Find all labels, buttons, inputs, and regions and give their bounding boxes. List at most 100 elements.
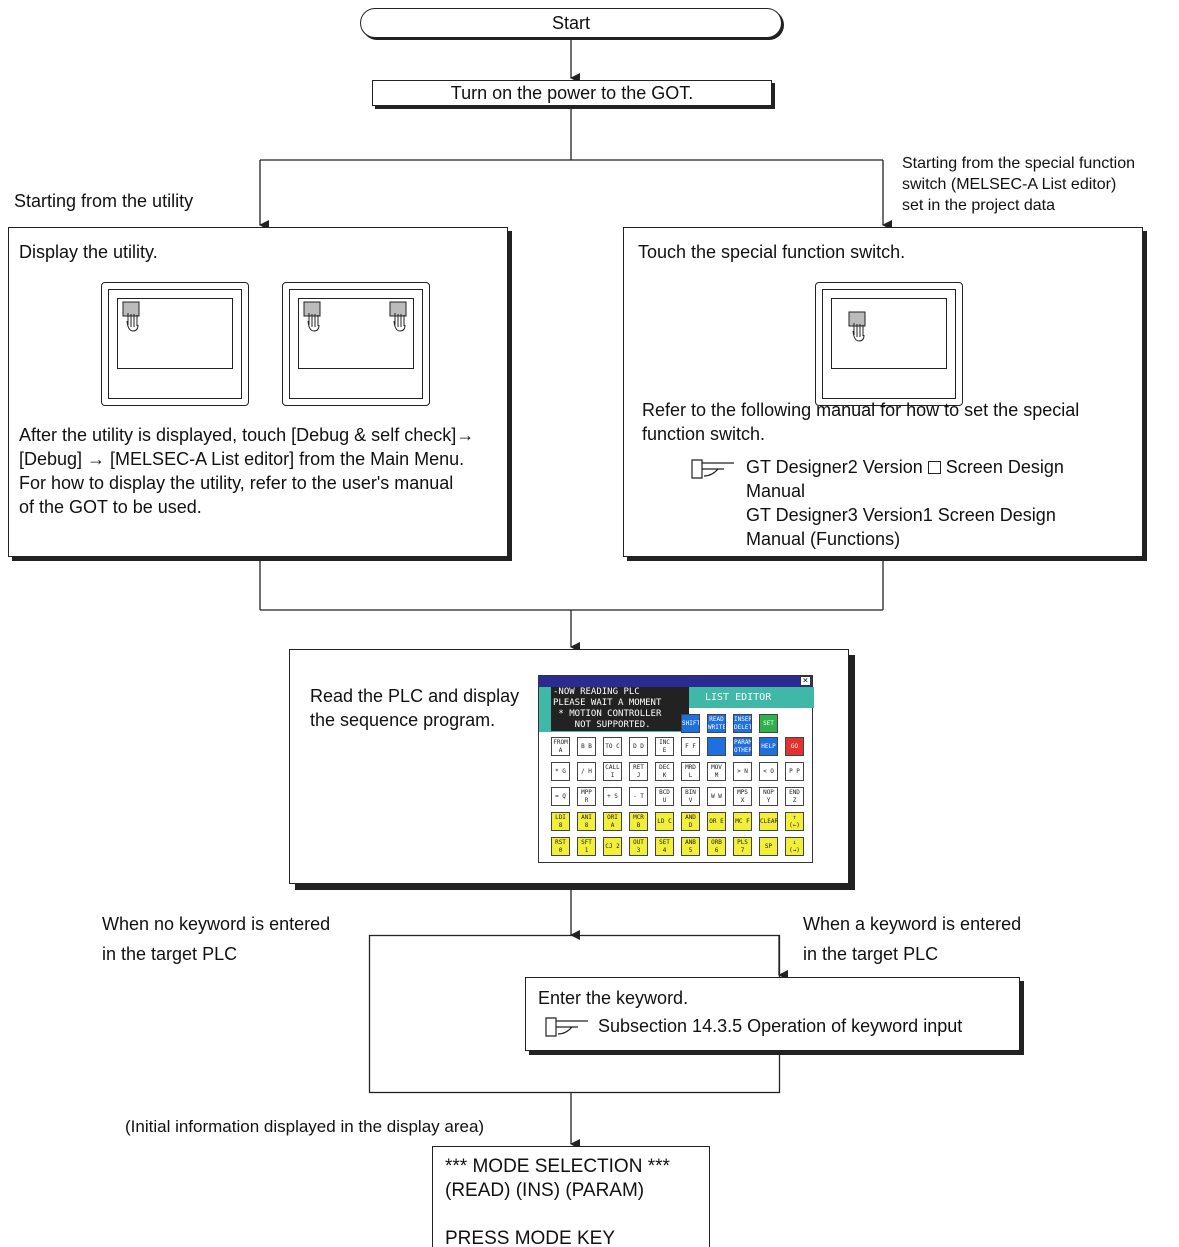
reference-text: Screen Design [945, 457, 1064, 477]
keypad-key[interactable]: OR E [707, 812, 726, 831]
keypad-key[interactable]: INSERT DELETE [733, 714, 752, 733]
keypad-key[interactable]: ANI 8 [577, 812, 596, 831]
manual-references: GT Designer2 Version Screen Design Manua… [746, 455, 1064, 551]
keypad-key[interactable]: SFT 1 [577, 837, 596, 856]
keypad-key[interactable]: D D [629, 737, 648, 756]
version-placeholder-box [927, 461, 941, 474]
reference-text: GT Designer2 Version [746, 457, 923, 477]
touch-hand-icon [848, 311, 866, 342]
keypad-key[interactable]: > N [733, 762, 752, 781]
keypad-key[interactable]: CALL I [603, 762, 622, 781]
keypad-key[interactable]: BCD U [655, 787, 674, 806]
got-screen-icon [282, 282, 430, 406]
power-on-step: Turn on the power to the GOT. [372, 80, 772, 106]
list-editor-title: LIST EDITOR [689, 687, 814, 708]
keypad-key[interactable]: + S [603, 787, 622, 806]
keypad-key[interactable]: MPS X [733, 787, 752, 806]
keypad-key[interactable]: = Q [551, 787, 570, 806]
enter-keyword-heading: Enter the keyword. [538, 988, 689, 1008]
display-utility-box: Display the utility. After the utility i… [8, 227, 508, 557]
caption-line: When a keyword is entered [803, 914, 1022, 934]
keypad-key[interactable]: INC E [655, 737, 674, 756]
start-label: Start [551, 12, 590, 33]
instruction-line: [Debug] → [MELSEC-A List editor] from th… [19, 449, 465, 469]
keypad-key[interactable]: * G [551, 762, 570, 781]
caption-line: set in the project data [902, 197, 1055, 214]
instruction-line: of the GOT to be used. [19, 497, 202, 517]
keypad-key[interactable]: ORB 6 [707, 837, 726, 856]
got-screen-icon [815, 282, 963, 406]
keypad-key[interactable]: OUT 3 [629, 837, 648, 856]
keypad-key[interactable]: SP [759, 837, 778, 856]
mode-title: *** MODE SELECTION *** [445, 1156, 670, 1177]
display-utility-heading: Display the utility. [19, 242, 158, 262]
keypad-key[interactable]: PARAM OTHER [733, 737, 752, 756]
special-switch-heading: Touch the special function switch. [638, 242, 906, 262]
keypad-key[interactable]: P P [785, 762, 804, 781]
list-editor-screen: × -NOW READING PLC PLEASE WAIT A MOMENT … [538, 675, 814, 863]
keypad-key[interactable]: RST 0 [551, 837, 570, 856]
special-switch-box: Touch the special function switch. Refer… [623, 227, 1143, 557]
read-plc-text: Read the PLC and display the sequence pr… [310, 684, 519, 732]
keypad-key[interactable]: SET [759, 714, 778, 733]
keypad-key[interactable]: FROM A [551, 737, 570, 756]
close-icon[interactable]: × [800, 676, 811, 686]
keypad-key[interactable]: ORI A [603, 812, 622, 831]
caption-line: Starting from the special function [902, 155, 1136, 172]
keypad-key[interactable]: DEC K [655, 762, 674, 781]
caption-line: in the target PLC [803, 944, 939, 964]
keypad-key[interactable]: F F [681, 737, 700, 756]
reading-message: -NOW READING PLC PLEASE WAIT A MOMENT * … [551, 687, 689, 731]
keypad-key[interactable]: SET 4 [655, 837, 674, 856]
no-keyword-caption: When no keyword is entered in the target… [102, 909, 330, 969]
keyword-entered-caption: When a keyword is entered in the target … [803, 909, 1021, 969]
manual-reference-icon [691, 459, 734, 479]
reference-line: GT Designer3 Version1 Screen Design [746, 505, 1056, 525]
keypad-key[interactable]: SHIFT [681, 714, 700, 733]
keypad-key[interactable]: MCR B [629, 812, 648, 831]
caption-line: When no keyword is entered [102, 914, 331, 934]
instruction-line: After the utility is displayed, touch [D… [19, 425, 475, 445]
reference-line: GT Designer2 Version Screen Design [746, 455, 1064, 479]
keypad-key[interactable]: RET J [629, 762, 648, 781]
keypad-key[interactable]: AND D [681, 812, 700, 831]
keypad-key[interactable]: MPP R [577, 787, 596, 806]
keypad-key[interactable]: MC F [733, 812, 752, 831]
keypad-key[interactable]: NOP Y [759, 787, 778, 806]
keypad-key[interactable]: BIN V [681, 787, 700, 806]
read-plc-line: Read the PLC and display [310, 686, 520, 706]
special-switch-caption: Starting from the special function switc… [902, 153, 1135, 216]
keypad-key[interactable]: CLEAR [759, 812, 778, 831]
keypad-key[interactable]: MOV M [707, 762, 726, 781]
keypad-key[interactable] [707, 737, 726, 756]
keypad-key[interactable]: ↑ (←) [785, 812, 804, 831]
keypad-key[interactable]: CJ 2 [603, 837, 622, 856]
keypad-key[interactable]: PLS 7 [733, 837, 752, 856]
keypad-key[interactable]: ↓ (→) [785, 837, 804, 856]
keypad-key[interactable]: W W [707, 787, 726, 806]
title-bar [539, 676, 812, 687]
keypad-key[interactable]: HELP [759, 737, 778, 756]
keypad-key[interactable]: LDI 8 [551, 812, 570, 831]
keypad-key[interactable]: B B [577, 737, 596, 756]
keypad-key[interactable]: ANB 5 [681, 837, 700, 856]
enter-keyword-box: Enter the keyword. Subsection 14.3.5 Ope… [525, 977, 1020, 1051]
keypad-key[interactable]: MRD L [681, 762, 700, 781]
mode-options: (READ) (INS) (PARAM) [445, 1180, 645, 1201]
mode-prompt: PRESS MODE KEY [445, 1228, 615, 1247]
touch-hand-icon [303, 301, 321, 332]
keypad-key[interactable]: LD C [655, 812, 674, 831]
keypad-key[interactable]: END Z [785, 787, 804, 806]
keypad-key[interactable]: - T [629, 787, 648, 806]
keypad-key[interactable]: TO C [603, 737, 622, 756]
keypad-key[interactable]: GO [785, 737, 804, 756]
caption-line: switch (MELSEC-A List editor) [902, 176, 1117, 193]
keypad-key[interactable]: READ WRITE [707, 714, 726, 733]
display-utility-instructions: After the utility is displayed, touch [D… [19, 423, 474, 519]
keypad-key[interactable]: < O [759, 762, 778, 781]
power-on-label: Turn on the power to the GOT. [450, 82, 694, 103]
touch-hand-icon [122, 301, 140, 332]
keypad-key[interactable]: / H [577, 762, 596, 781]
touch-hand-icon [389, 301, 407, 332]
